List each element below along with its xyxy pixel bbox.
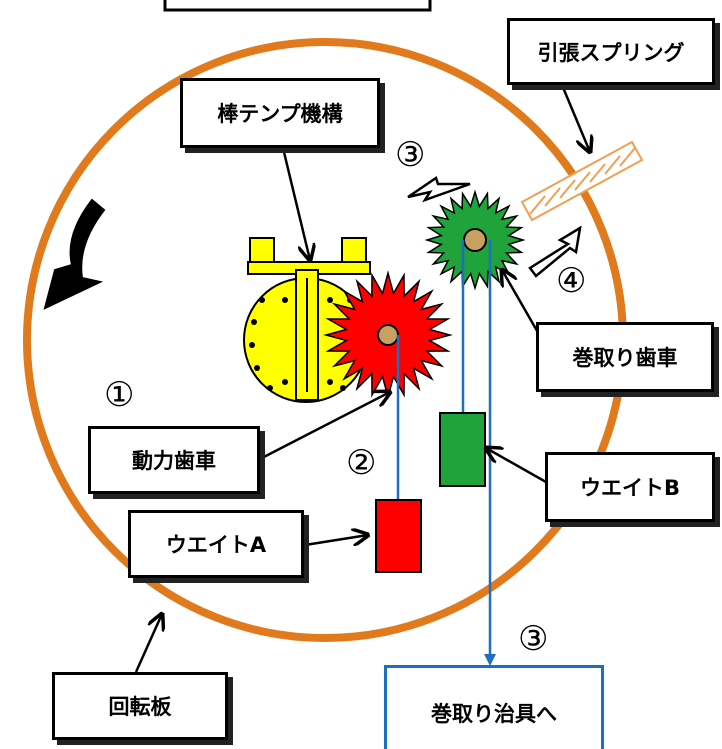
marker-1: ① <box>104 375 135 415</box>
tension-spring-label: 引張スプリング <box>507 18 715 85</box>
rotation-direction-arrow-icon <box>43 198 106 310</box>
bar-balance-mechanism <box>243 237 371 403</box>
top-cut-box <box>163 0 432 12</box>
marker-4: ④ <box>556 261 587 301</box>
winding-gear-label: 巻取り歯車 <box>536 322 714 392</box>
power-gear-label: 動力歯車 <box>88 426 260 494</box>
motion-arrow-4-icon <box>528 225 582 278</box>
pointer-lines <box>134 84 590 673</box>
weight-a-label: ウエイトA <box>128 510 304 578</box>
weight-b <box>439 412 486 487</box>
weight-b-label: ウエイトB <box>545 452 715 522</box>
marker-2: ② <box>346 443 377 483</box>
to-winding-jig-label: 巻取り治具へ <box>384 665 604 749</box>
winding-gear-hub <box>463 228 487 252</box>
weight-a <box>375 499 422 573</box>
marker-3-bottom: ③ <box>518 619 549 659</box>
motion-arrow-3-icon <box>407 176 471 203</box>
tension-spring <box>520 140 644 222</box>
marker-3-top: ③ <box>395 135 426 175</box>
jig-string-arrow <box>484 654 496 666</box>
bar-balance-label: 棒テンプ機構 <box>180 78 380 148</box>
power-gear-hub <box>377 324 399 346</box>
rotating-plate-label: 回転板 <box>52 672 228 740</box>
